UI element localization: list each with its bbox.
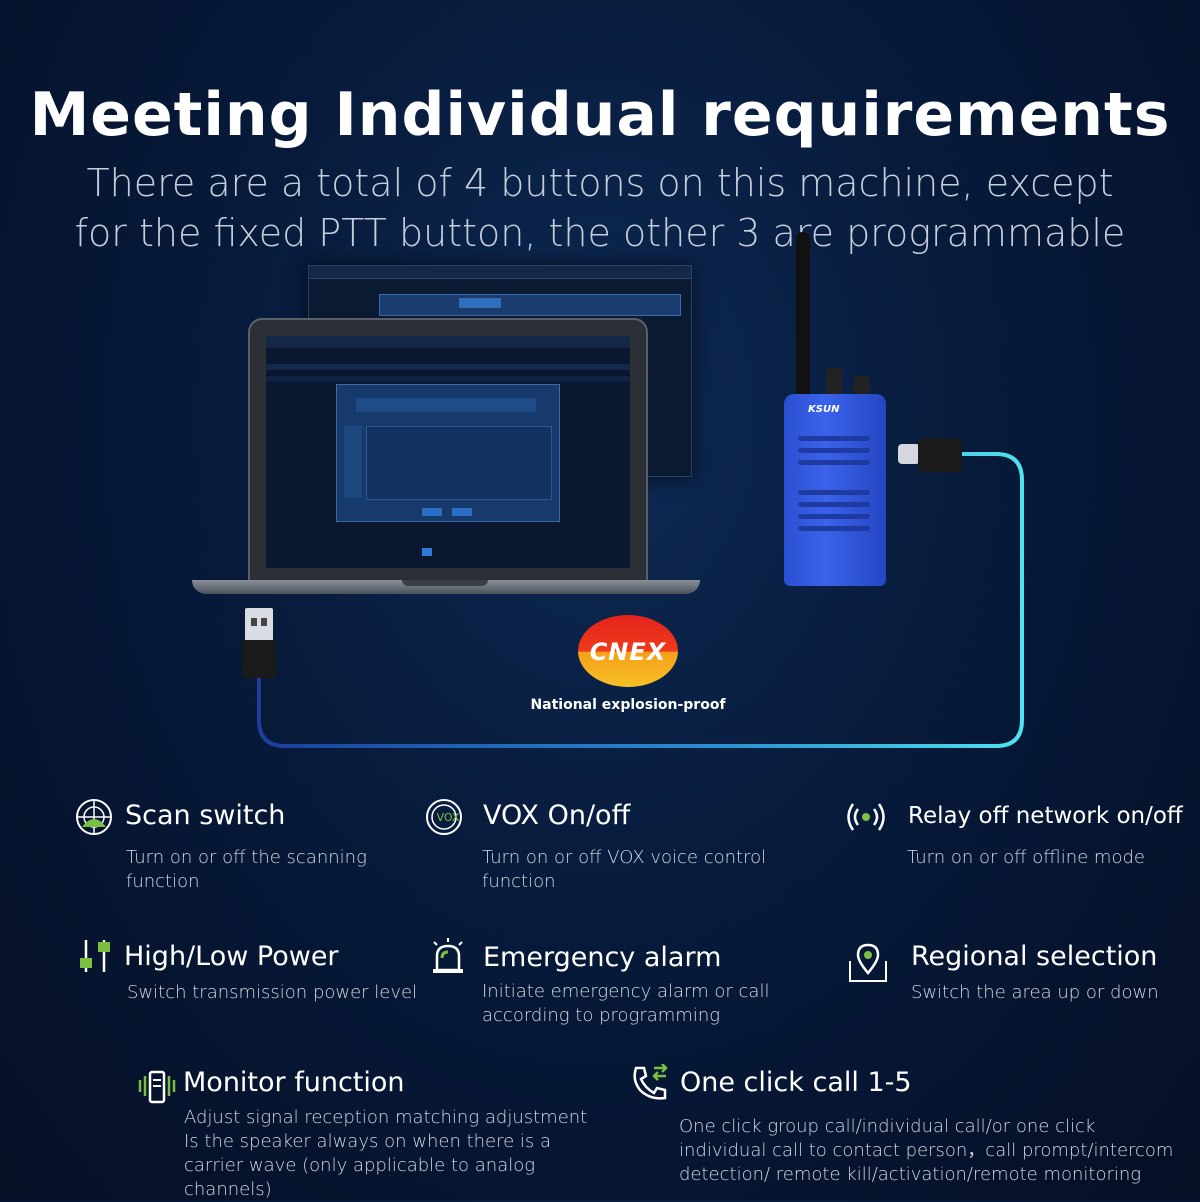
page-subtitle: There are a total of 4 buttons on this m…: [74, 161, 1126, 305]
feature-description: Adjust signal reception matching adjustm…: [184, 1107, 588, 1200]
feature-title: Relay off network on/off: [908, 803, 1183, 829]
alarm-icon: [433, 938, 463, 973]
location-icon: [849, 943, 887, 982]
feature-description: Turn on or off the scanning function: [126, 847, 367, 892]
radio-knob: [826, 368, 842, 398]
feature-title: High/Low Power: [124, 941, 339, 972]
feature-description: Initiate emergency alarm or call accordi…: [482, 981, 770, 1026]
walkie-talkie: KSUN: [784, 394, 886, 586]
feature-title: One click call 1-5: [680, 1067, 912, 1098]
radio-knob: [854, 376, 870, 398]
radio-brand: KSUN: [808, 404, 840, 415]
cnex-logo: [578, 615, 678, 687]
feature-description: Turn on or off offline mode: [907, 847, 1145, 868]
feature-title: Scan switch: [125, 800, 286, 831]
cnex-logo-text: CNEX: [589, 638, 667, 666]
vox-icon-text: VOX: [437, 811, 460, 824]
feature-description: Turn on or off VOX voice control functio…: [482, 847, 767, 892]
monitor-icon: [138, 1070, 176, 1104]
feature-description: One click group call/individual call/or …: [679, 1116, 1174, 1185]
page-title: Meeting Individual requirements: [29, 80, 1171, 150]
feature-title: Regional selection: [911, 941, 1158, 972]
feature-title: Monitor function: [183, 1067, 405, 1098]
laptop-screen: [266, 336, 630, 568]
signal-icon: [847, 803, 885, 831]
feature-title: Emergency alarm: [483, 942, 722, 973]
feature-title: VOX On/off: [483, 800, 631, 831]
laptop: [248, 318, 648, 584]
radio-antenna: [796, 232, 810, 402]
vox-icon: VOX: [426, 799, 462, 835]
explosion-proof-caption: National explosion-proof: [530, 697, 726, 713]
call-icon: [633, 1064, 668, 1100]
usb-a-connector: [245, 608, 273, 642]
scan-icon: [76, 799, 112, 835]
feature-description: Switch the area up or down: [911, 982, 1159, 1003]
feature-description: Switch transmission power level: [127, 982, 418, 1003]
power-level-icon: [80, 940, 110, 972]
usb-c-connector: [898, 444, 920, 464]
